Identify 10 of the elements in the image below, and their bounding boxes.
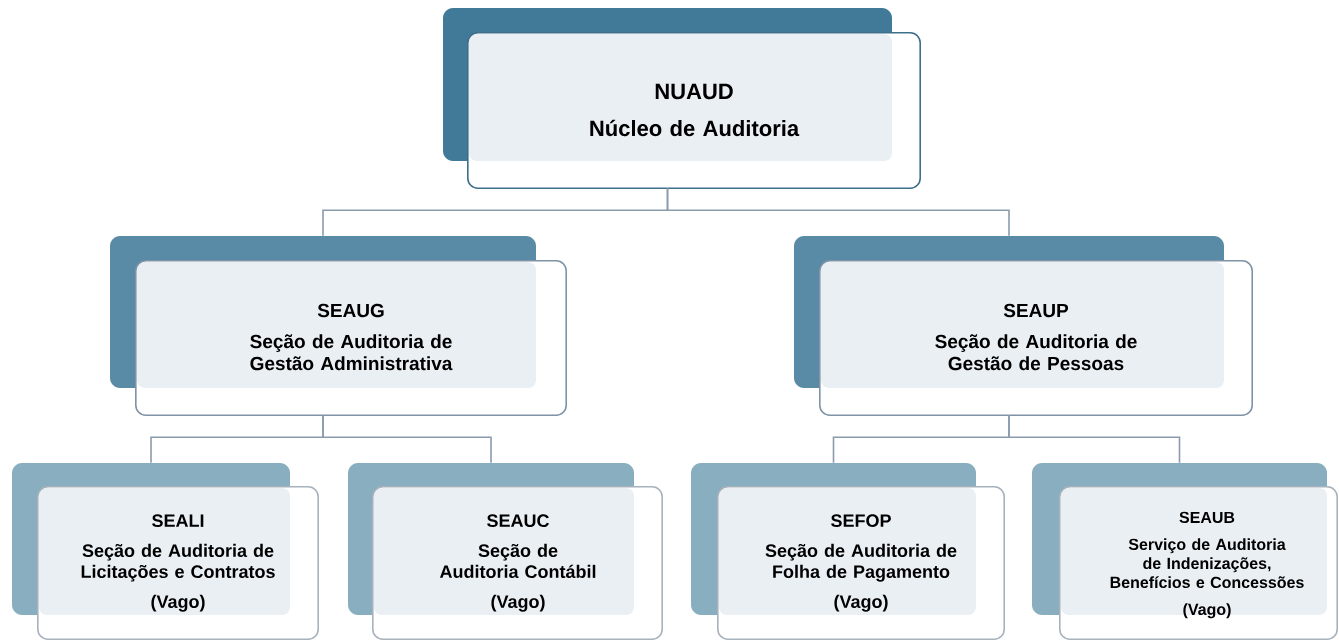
org-box: SEALI Seção de Auditoria de Licitações e Contratos (Vago) bbox=[12, 463, 319, 640]
connector-line bbox=[1008, 414, 1181, 464]
org-box: NUAUD Núcleo de Auditoria bbox=[443, 8, 921, 189]
connector-line bbox=[666, 187, 1010, 237]
org-box: SEAUC Seção de Auditoria Contábil (Vago) bbox=[348, 463, 663, 640]
org-box: SEAUB Serviço de Auditoria de Indenizações, Benefícios e Concessões (Vago) bbox=[1032, 463, 1338, 640]
connector-line bbox=[322, 414, 492, 464]
org-box: SEFOP Seção de Auditoria de Folha de Pagamento (Vago) bbox=[691, 463, 1005, 640]
org-box: SEAUG Seção de Auditoria de Gestão Administrativa bbox=[110, 236, 567, 416]
org-box: SEAUP Seção de Auditoria de Gestão de Pessoas bbox=[794, 236, 1253, 416]
